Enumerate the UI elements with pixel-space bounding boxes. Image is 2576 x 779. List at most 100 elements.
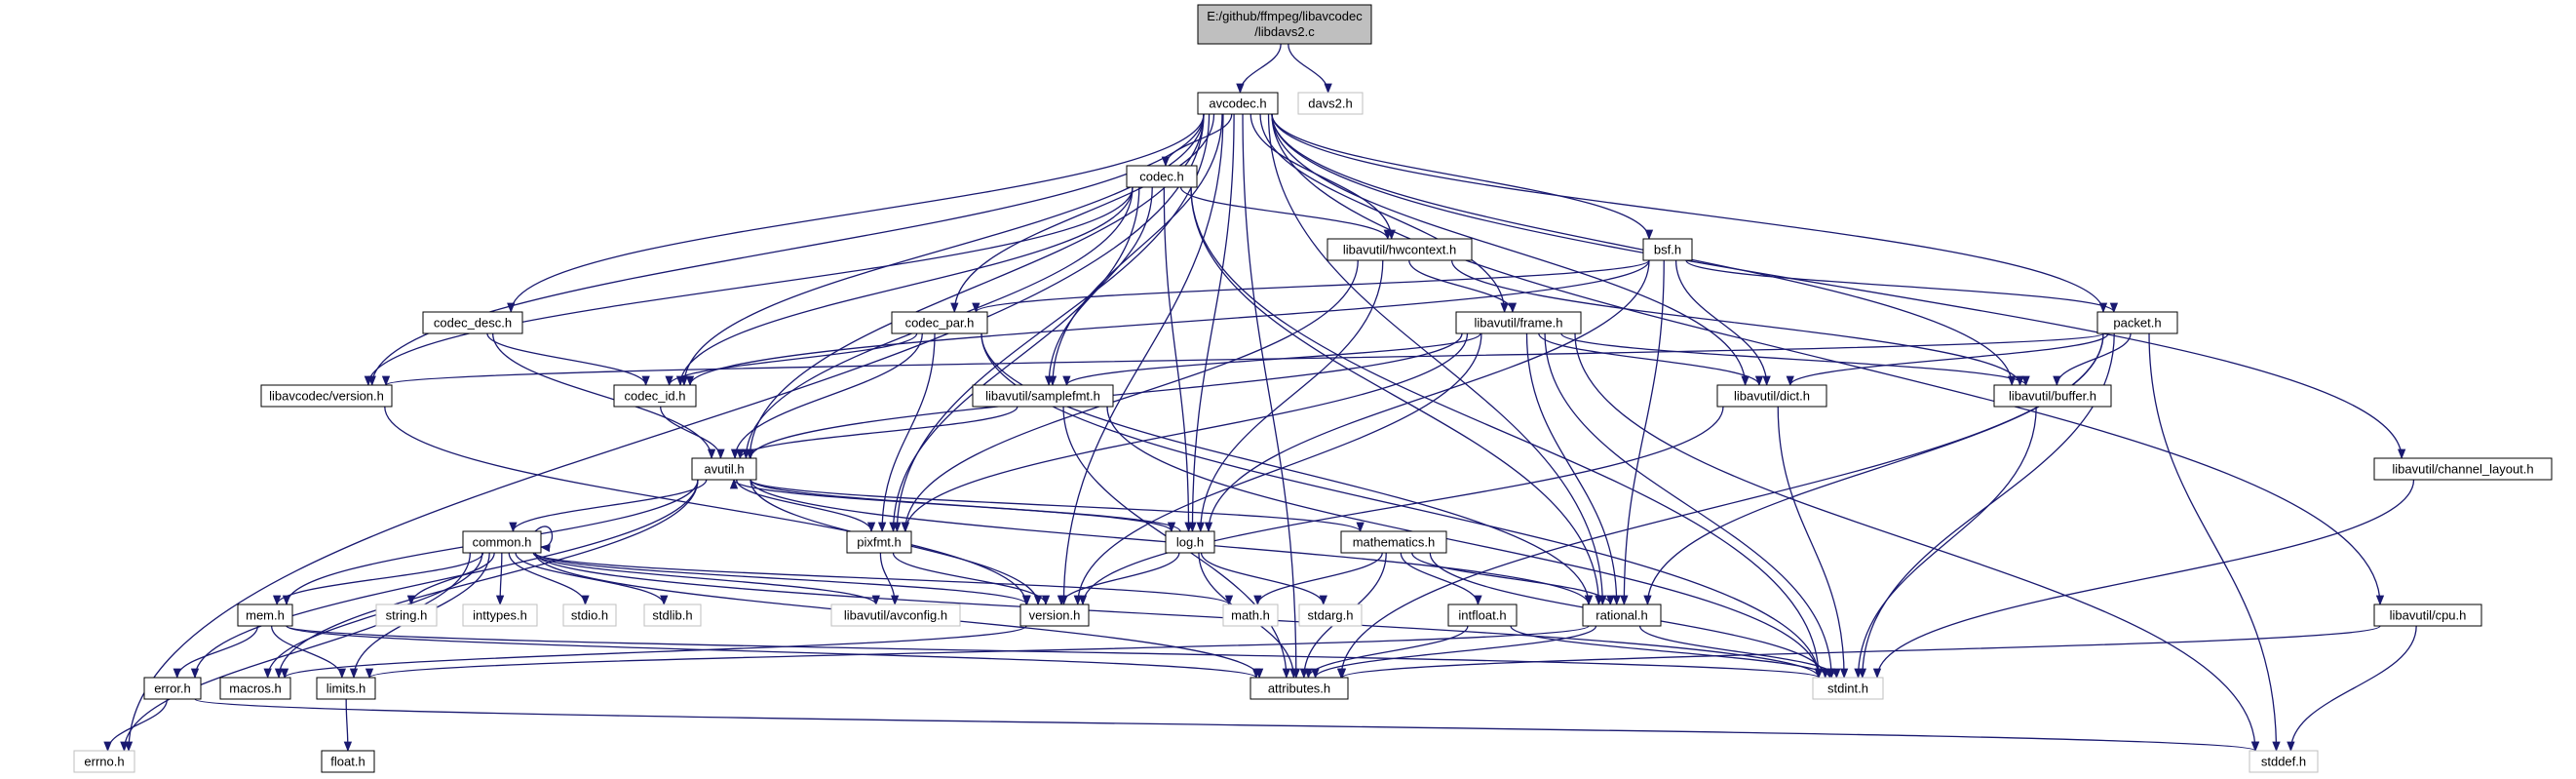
root-file-node[interactable]: E:/github/ffmpeg/libavcodec/libdavs2.c — [1197, 4, 1372, 45]
node-box — [562, 604, 617, 627]
node-mathematics[interactable]: mathematics.h — [1340, 530, 1447, 554]
edge-frame-to-dict — [1538, 332, 1764, 387]
node-box — [1326, 238, 1473, 261]
edge-bsf-to-codec_par — [972, 259, 1650, 314]
node-box — [846, 530, 912, 554]
edge-rational-to-attributes — [1311, 625, 1597, 680]
node-attributes[interactable]: attributes.h — [1250, 677, 1349, 700]
edge-mathematics-to-math — [1253, 552, 1383, 606]
edge-avutil-to-pixfmt — [736, 479, 876, 533]
node-samplefmt[interactable]: libavutil/samplefmt.h — [972, 384, 1114, 408]
node-limits[interactable]: limits.h — [316, 677, 376, 700]
node-error[interactable]: error.h — [143, 677, 202, 700]
edge-bsf-to-log — [1204, 259, 1650, 533]
edge-log-to-avutil — [730, 478, 1181, 532]
node-box — [2373, 604, 2482, 627]
node-float[interactable]: float.h — [321, 750, 375, 773]
node-math[interactable]: math.h — [1222, 604, 1279, 627]
node-box — [462, 604, 538, 627]
edge-avcodec-to-codec_par — [950, 113, 1215, 314]
edge-avcodec-to-log — [1188, 113, 1235, 533]
edge-samplefmt-to-avutil — [736, 406, 1019, 460]
node-box — [237, 604, 293, 627]
node-label: libavutil/cpu.h — [2390, 608, 2467, 623]
edge-common-to-macros — [263, 552, 483, 680]
node-mem[interactable]: mem.h — [237, 604, 293, 627]
node-label: version.h — [1029, 608, 1081, 623]
node-cpu[interactable]: libavutil/cpu.h — [2373, 604, 2482, 627]
node-avconfig[interactable]: libavutil/avconfig.h — [830, 604, 961, 627]
edge-rational-to-limits — [365, 625, 1590, 680]
edge-common-to-stdlib — [515, 552, 669, 606]
node-label: avutil.h — [704, 462, 744, 477]
node-inttypes[interactable]: inttypes.h — [462, 604, 538, 627]
edge-bsf-to-packet — [1685, 259, 2118, 314]
node-label: libavutil/avconfig.h — [844, 608, 947, 623]
node-label: libavutil/channel_layout.h — [2392, 462, 2533, 477]
node-string[interactable]: string.h — [375, 604, 438, 627]
node-label: mathematics.h — [1353, 535, 1436, 550]
node-label: limits.h — [327, 682, 365, 696]
edge-lavc_version-to-version — [384, 406, 1031, 606]
node-dict[interactable]: libavutil/dict.h — [1716, 384, 1827, 408]
node-davs2[interactable]: davs2.h — [1297, 92, 1364, 115]
node-box — [1126, 165, 1198, 188]
edge-avcodec-to-attributes — [1242, 113, 1301, 680]
node-codec_desc[interactable]: codec_desc.h — [422, 311, 523, 334]
edge-intfloat-to-stdint — [1510, 625, 1834, 680]
edge-mem-to-attributes — [286, 625, 1260, 680]
edge-common-to-errno — [120, 552, 472, 753]
edge-layer — [103, 43, 2417, 753]
edge-version-to-macros — [281, 625, 1027, 680]
node-box — [1019, 604, 1090, 627]
node-stdlib[interactable]: stdlib.h — [643, 604, 702, 627]
node-channel_layout[interactable]: libavutil/channel_layout.h — [2373, 457, 2553, 481]
node-box — [2249, 750, 2319, 773]
node-stdio[interactable]: stdio.h — [562, 604, 617, 627]
edge-channel_layout-to-stdint — [1872, 479, 2415, 680]
node-lavc_version[interactable]: libavcodec/version.h — [260, 384, 393, 408]
edge-frame-to-stdint — [1544, 332, 1836, 680]
edge-avcodec-to-rational — [1267, 113, 1607, 606]
node-layer: E:/github/ffmpeg/libavcodec/libdavs2.c av… — [73, 4, 2553, 773]
node-box — [891, 311, 988, 334]
edge-codec-to-log — [1163, 186, 1193, 533]
edge-packet-to-dict — [1786, 332, 2109, 387]
node-codec_par[interactable]: codec_par.h — [891, 311, 988, 334]
node-avcodec[interactable]: avcodec.h — [1197, 92, 1279, 115]
edge-common-to-stdio — [508, 552, 590, 606]
edge-bsf-to-rational — [1620, 259, 1665, 606]
node-pixfmt[interactable]: pixfmt.h — [846, 530, 912, 554]
node-stdint[interactable]: stdint.h — [1812, 677, 1884, 700]
node-log[interactable]: log.h — [1165, 530, 1215, 554]
node-errno[interactable]: errno.h — [73, 750, 135, 773]
node-stdarg[interactable]: stdarg.h — [1298, 604, 1363, 627]
node-codec[interactable]: codec.h — [1126, 165, 1198, 188]
node-label: stddef.h — [2261, 755, 2306, 769]
node-avutil[interactable]: avutil.h — [691, 457, 757, 481]
node-box — [1165, 530, 1215, 554]
node-hwcontext[interactable]: libavutil/hwcontext.h — [1326, 238, 1473, 261]
node-frame[interactable]: libavutil/frame.h — [1455, 311, 1582, 334]
node-label: mem.h — [246, 608, 285, 623]
edge-codec-to-lavc_version — [364, 186, 1134, 387]
node-buffer[interactable]: libavutil/buffer.h — [1993, 384, 2112, 408]
edge-packet-to-buffer — [2053, 332, 2132, 387]
node-label: errno.h — [84, 755, 124, 769]
node-bsf[interactable]: bsf.h — [1642, 238, 1693, 261]
node-label: common.h — [473, 535, 532, 550]
node-intfloat[interactable]: intfloat.h — [1447, 604, 1518, 627]
node-version[interactable]: version.h — [1019, 604, 1090, 627]
node-stddef[interactable]: stddef.h — [2249, 750, 2319, 773]
node-macros[interactable]: macros.h — [219, 677, 291, 700]
edge-avcodec-to-lavc_version — [367, 113, 1205, 387]
edge-cpu-to-attributes — [1338, 625, 2381, 680]
node-codec_id[interactable]: codec_id.h — [613, 384, 697, 408]
node-packet[interactable]: packet.h — [2096, 311, 2178, 334]
node-rational[interactable]: rational.h — [1582, 604, 1662, 627]
node-box — [643, 604, 702, 627]
node-common[interactable]: common.h — [462, 530, 542, 554]
edge-pixfmt-to-version — [892, 552, 1051, 606]
edge-common-to-math — [534, 552, 1233, 606]
edge-avcodec-to-codec_desc — [507, 113, 1205, 314]
